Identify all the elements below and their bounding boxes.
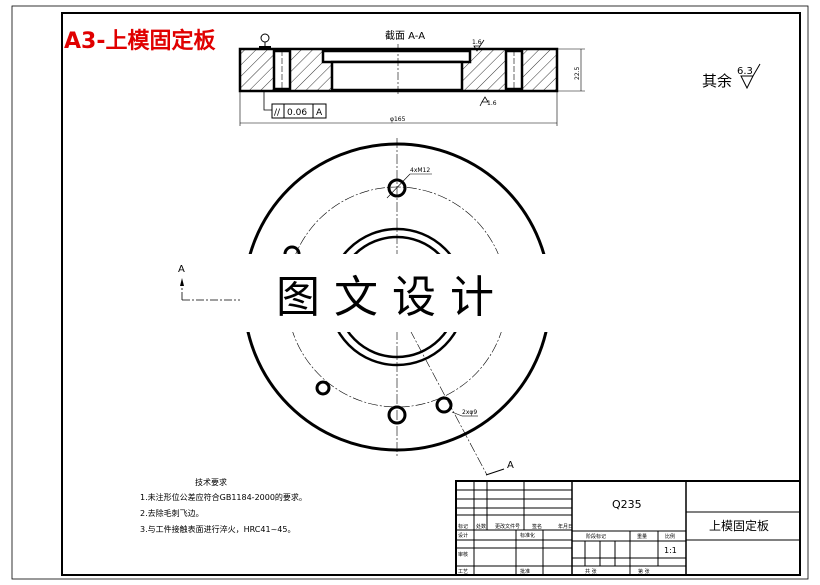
title-block-labels: 标记 处数 更改文件号 签名 年月日 设计 标准化 审核 工艺 批准 阶段标记 … [458,523,675,575]
label-review: 审核 [458,551,468,558]
tech-requirement-item: 1.未注形位公差应符合GB1184-2000的要求。 [140,492,307,502]
trim-border [11,5,809,580]
section-label: 截面 A-A [385,29,425,42]
part-name: 上模固定板 [709,518,769,533]
default-roughness-label: 其余 [702,72,732,90]
drawing-frame [61,12,801,576]
roughness-symbol-icon [740,63,761,90]
tech-requirements-heading: 技术要求 [195,477,227,487]
label-count: 处数 [476,523,486,530]
label-design: 设计 [458,532,468,539]
material: Q235 [612,498,642,511]
default-roughness-value: 6.3 [737,66,753,77]
label-total-sheets: 共 张 [585,568,597,575]
scale-value: 1:1 [664,546,677,555]
label-process: 工艺 [458,569,468,575]
tech-requirements: 技术要求 1.未注形位公差应符合GB1184-2000的要求。 2.去除毛刺飞边… [140,477,307,534]
label-signature: 签名 [532,523,542,530]
roughness-top: 1.6 [472,39,482,46]
label-scale: 比例 [665,533,675,540]
roughness-bottom: 1.6 [487,100,497,107]
datum-label: A [316,108,323,118]
watermark-text: 图 文 设 计 [276,272,494,323]
section-view: 1.6 1.6 // 0.06 A φ165 22.5 [238,33,585,126]
tech-requirement-item: 3.与工件接触表面进行淬火，HRC41~45。 [140,524,295,534]
sheet-title: A3-上模固定板 [64,28,216,54]
label-change-doc: 更改文件号 [495,523,520,530]
label-mark: 标记 [458,523,468,530]
section-mark-left: A [178,264,185,275]
diameter-dimension: φ165 [390,116,406,123]
watermark-band [240,254,558,332]
hole-callout-d9: 2xφ9 [462,409,477,416]
label-sheet-number: 第 张 [638,568,650,575]
parallelism-symbol: // [274,108,281,118]
hole-callout-m12: 4xM12 [410,167,430,174]
title-block [455,480,801,576]
label-date: 年月日 [558,523,573,530]
height-dimension: 22.5 [574,66,581,80]
label-weight: 重量 [637,533,647,540]
label-stage: 阶段标记 [586,533,606,540]
tech-requirement-item: 2.去除毛刺飞边。 [140,508,204,518]
parallelism-tolerance: 0.06 [287,108,307,118]
label-standardization: 标准化 [520,532,535,539]
section-mark-right: A [507,460,514,471]
label-approve: 批准 [520,568,530,575]
